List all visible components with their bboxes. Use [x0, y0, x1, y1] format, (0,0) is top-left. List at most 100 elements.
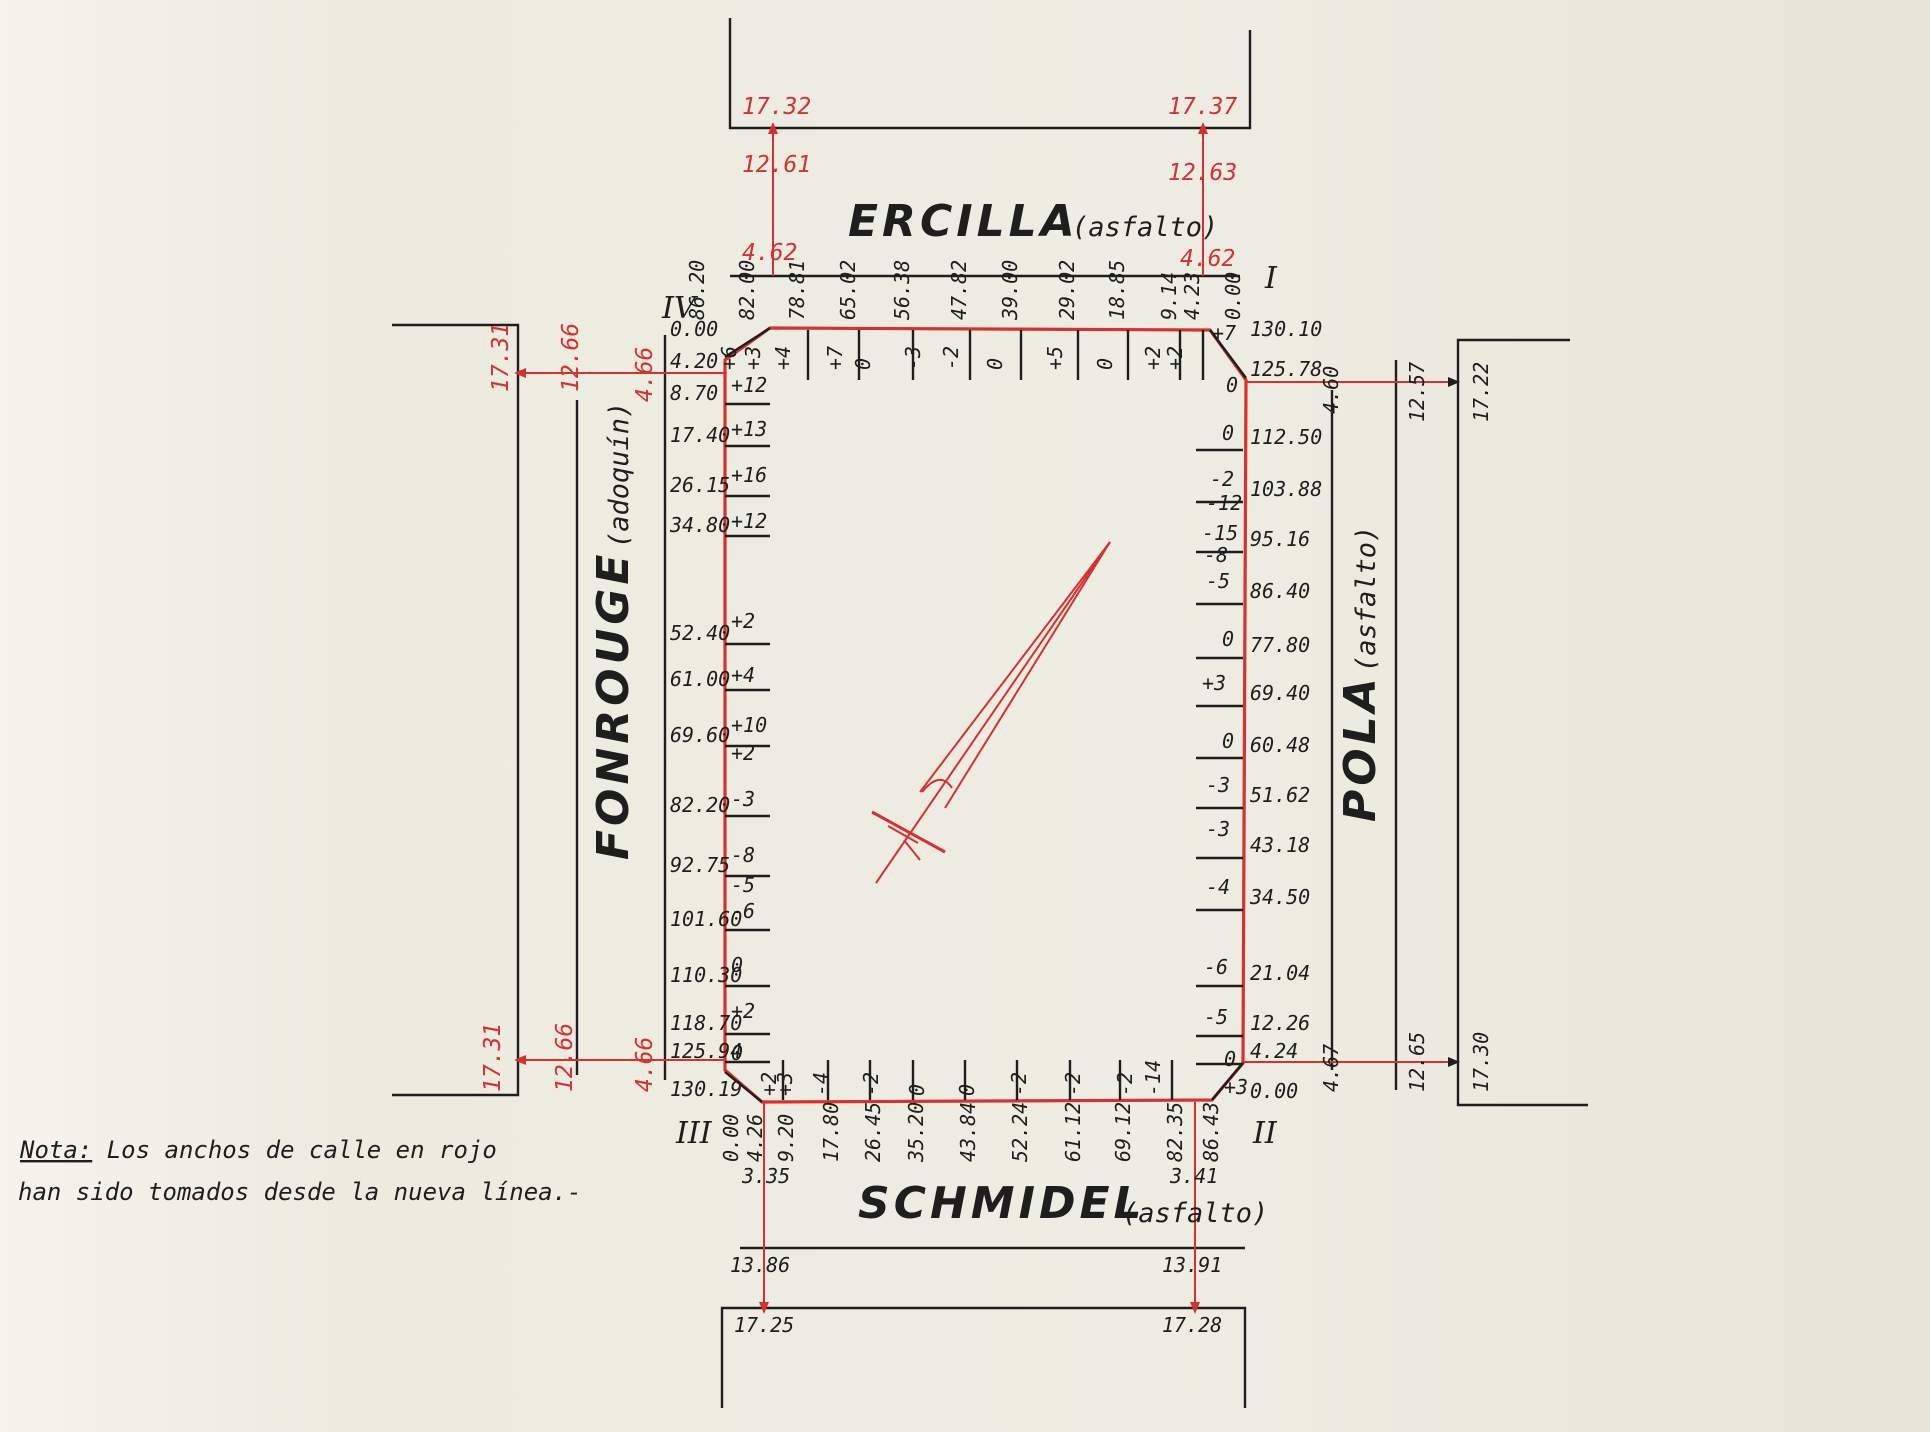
pola-name: POLA [1335, 674, 1386, 822]
distance-label: 8.70 [670, 381, 718, 405]
pola-surface: (asfalto) [1351, 526, 1382, 672]
offset-label: +12 [731, 373, 767, 397]
corner-chamfers [724, 326, 1247, 1103]
fonrouge-surface: (adoquín) [604, 402, 635, 548]
offset-label: -12 [1206, 491, 1242, 515]
distance-label: 4.26 [743, 1114, 767, 1162]
distance-label: 17.40 [670, 423, 730, 447]
offset-label: +3 [1202, 671, 1226, 695]
distance-label: 56.38 [890, 260, 914, 320]
offset-label: -6 [1204, 955, 1228, 979]
offset-label: -2 [1061, 1072, 1085, 1096]
ercilla-name: ERCILLA [848, 196, 1079, 247]
offset-label: +2 [1141, 346, 1165, 370]
offset-label: -5 [731, 873, 755, 897]
width-label: 17.25 [734, 1313, 794, 1337]
width-label: 4.62 [742, 240, 797, 266]
distance-label: 4.23 [1180, 272, 1204, 320]
distance-label: 35.20 [904, 1102, 928, 1163]
distance-label: 0.00 [719, 1114, 743, 1162]
width-label: 17.30 [1469, 1032, 1493, 1092]
footnote: Nota: Los anchos de calle en rojo han si… [18, 1136, 582, 1206]
distance-label: 82.20 [670, 793, 730, 817]
distance-label: 110.30 [670, 963, 742, 987]
corner-ii-label: II [1252, 1116, 1278, 1151]
schmidel-width-labels: 3.35 13.86 17.25 3.41 13.91 17.28 [730, 1164, 1222, 1337]
distance-label: 130.10 [1250, 317, 1322, 341]
offset-label: 0 [1222, 627, 1234, 651]
distance-label: 69.60 [670, 723, 730, 747]
offset-label: +7 [823, 346, 847, 370]
schmidel-street-lines [720, 1246, 1247, 1408]
distance-label: 92.75 [670, 853, 730, 877]
width-label: 17.32 [742, 94, 811, 120]
svg-text:Nota: Los anchos de calle en r: Nota: Los anchos de calle en rojo [19, 1136, 497, 1164]
offset-label: 0 [955, 1084, 979, 1096]
width-label: 4.62 [1180, 246, 1235, 272]
offset-label: +2 [1163, 346, 1187, 370]
distance-label: 26.45 [861, 1102, 885, 1162]
offset-label: 0 [983, 358, 1007, 370]
width-label: 13.86 [730, 1253, 790, 1277]
offset-label: -15 [1202, 521, 1238, 545]
offset-label: -5 [1206, 569, 1230, 593]
distance-label: 118.70 [670, 1011, 742, 1035]
pola-width-labels: 4.60 12.57 17.22 4.67 12.65 17.30 [1319, 362, 1493, 1092]
offset-label: +16 [731, 463, 767, 487]
schmidel-name: SCHMIDEL [858, 1178, 1146, 1229]
corner-iii-label: III [675, 1116, 713, 1151]
distance-label: 86.43 [1199, 1102, 1223, 1162]
distance-label: 43.18 [1250, 833, 1310, 857]
offset-label: 0 [1093, 358, 1117, 370]
schmidel-surface: (asfalto) [1122, 1198, 1268, 1229]
distance-label: 34.50 [1249, 885, 1310, 909]
ercilla-surface: (asfalto) [1072, 212, 1218, 243]
distance-label: 0.00 [1221, 272, 1245, 320]
distance-label: 34.80 [669, 513, 730, 537]
corner-i-label: I [1264, 261, 1278, 296]
width-label: 4.66 [632, 347, 658, 402]
offset-label: 0 [905, 1084, 929, 1096]
offset-label: 0 [1222, 421, 1234, 445]
offset-label: +3 [1224, 1075, 1248, 1099]
offset-label: -5 [1204, 1005, 1228, 1029]
offset-label: +13 [731, 417, 767, 441]
offset-label: -4 [1206, 875, 1230, 899]
offset-label: +2 [731, 609, 755, 633]
distance-label: 29.02 [1055, 260, 1079, 320]
distance-label: 47.82 [947, 260, 971, 320]
ercilla-width-labels: 17.32 12.61 4.62 17.37 12.63 4.62 [742, 94, 1237, 272]
width-label: 4.66 [632, 1037, 658, 1092]
fonrouge-street-lines [392, 323, 667, 1097]
width-label: 17.22 [1469, 362, 1493, 422]
width-label: 12.63 [1168, 160, 1237, 186]
offset-label: +3 [741, 346, 765, 370]
width-label: 12.66 [558, 323, 584, 392]
offset-label: +3 [773, 1072, 797, 1096]
distance-label: 82.35 [1163, 1102, 1187, 1162]
width-label: 17.31 [480, 1023, 506, 1092]
offset-label: +4 [771, 346, 795, 370]
offset-label: -6 [731, 899, 755, 923]
distance-label: 95.16 [1250, 527, 1310, 551]
ercilla-street-lines [728, 18, 1252, 278]
width-label: 12.65 [1405, 1032, 1429, 1092]
width-label: 13.91 [1162, 1253, 1222, 1277]
offset-label: +6 [717, 346, 741, 370]
corner-iv-label: IV [661, 291, 699, 326]
offset-label: -14 [1141, 1060, 1165, 1096]
note-label: Nota: [19, 1136, 92, 1164]
distance-label: 18.85 [1105, 260, 1129, 320]
offset-label: +2 [731, 741, 755, 765]
distance-label: 21.04 [1250, 961, 1310, 985]
offset-label: -2 [859, 1072, 883, 1096]
width-label: 4.67 [1319, 1044, 1343, 1092]
distance-label: 130.19 [670, 1077, 742, 1101]
distance-label: 69.12 [1111, 1102, 1135, 1162]
distance-label: 69.40 [1250, 681, 1310, 705]
width-label: 17.31 [488, 323, 514, 392]
distance-label: 125.78 [1250, 357, 1322, 381]
